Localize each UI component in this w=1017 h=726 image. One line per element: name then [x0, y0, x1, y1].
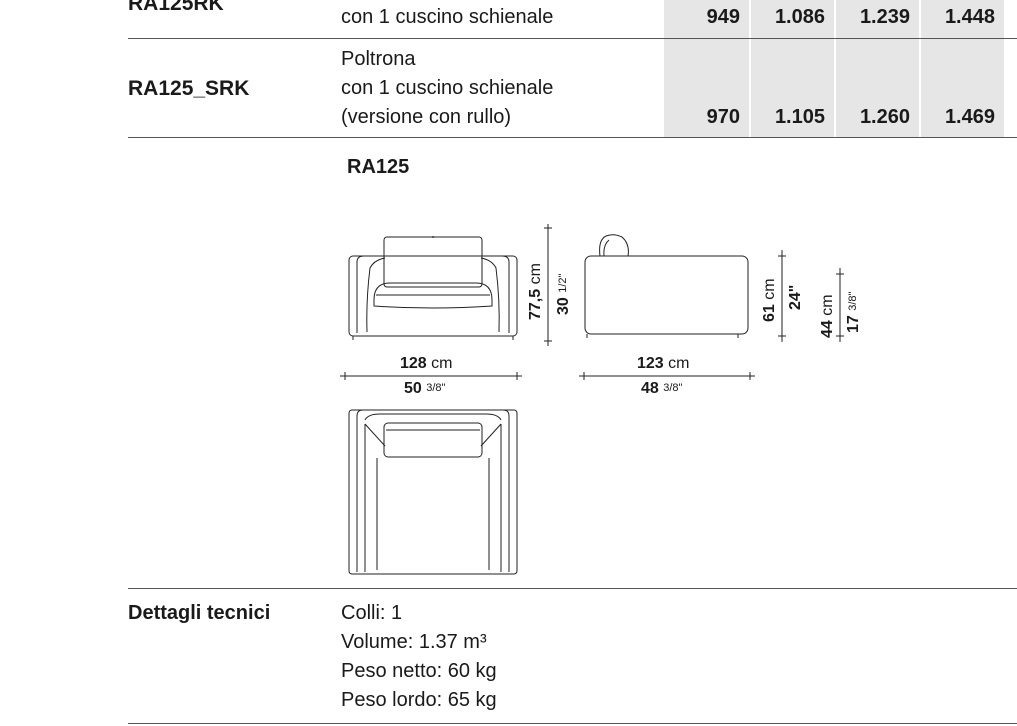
- price-value: 1.105: [774, 106, 825, 128]
- unit-label: cm: [819, 294, 836, 316]
- product-description: con 1 cuscino schienale: [341, 6, 554, 28]
- depth-dimension: [579, 372, 755, 380]
- unit-label: cm: [527, 263, 544, 285]
- arm-height-in: 24": [787, 284, 804, 310]
- front-height-cm-label: 77,5 cm: [527, 263, 545, 320]
- price-value: 949: [706, 6, 740, 28]
- price-divider: [919, 0, 921, 38]
- seat-height-in: 17: [845, 315, 862, 333]
- price-divider: [749, 0, 751, 38]
- model-name: RA125: [347, 156, 410, 178]
- depth-in-label: 48 3/8": [641, 380, 682, 398]
- depth-in: 48: [641, 380, 659, 397]
- fraction: 3/8": [663, 382, 683, 394]
- tech-detail-line: Colli: 1: [341, 602, 403, 624]
- seat-height-cm: 44: [819, 320, 836, 338]
- product-code: RA125_SRK: [128, 77, 250, 100]
- price-divider: [1004, 0, 1006, 38]
- width-in: 50: [404, 380, 422, 397]
- tech-detail-line: Volume: 1.37 m³: [341, 631, 487, 653]
- price-divider: [834, 0, 836, 38]
- price-value: 1.469: [944, 106, 995, 128]
- front-height-cm: 77,5: [527, 288, 544, 320]
- depth-cm-label: 123 cm: [637, 355, 689, 373]
- unit-label: cm: [761, 278, 778, 300]
- seat-height-in-label: 17 3/8": [845, 292, 863, 333]
- seat-height-dimension: [836, 268, 844, 342]
- price-divider: [1004, 39, 1006, 137]
- unit-label: cm: [431, 355, 453, 372]
- price-value: 1.260: [859, 106, 910, 128]
- tech-details-label: Dettagli tecnici: [128, 602, 271, 624]
- price-divider: [919, 39, 921, 137]
- tech-detail-line: Peso netto: 60 kg: [341, 660, 497, 682]
- product-description-line: (versione con rullo): [341, 106, 512, 128]
- top-view-drawing: [348, 409, 518, 575]
- product-code: RA125RK: [128, 0, 224, 15]
- width-dimension: [340, 372, 522, 380]
- product-description-line: Poltrona: [341, 48, 416, 70]
- price-value: 1.239: [859, 6, 910, 28]
- width-in-label: 50 3/8": [404, 380, 445, 398]
- price-value: 1.448: [944, 6, 995, 28]
- row-divider: [128, 137, 1017, 138]
- fraction: 3/8": [426, 382, 446, 394]
- arm-height-cm-label: 61 cm: [761, 278, 779, 322]
- depth-cm: 123: [637, 355, 664, 372]
- section-divider: [128, 588, 1017, 589]
- width-cm: 128: [400, 355, 427, 372]
- product-description-line: con 1 cuscino schienale: [341, 77, 554, 99]
- front-height-dimension: [544, 224, 552, 346]
- front-height-in-label: 30 1/2": [555, 274, 573, 315]
- arm-height-dimension: [778, 250, 786, 342]
- price-value: 970: [706, 106, 740, 128]
- tech-detail-line: Peso lordo: 65 kg: [341, 689, 497, 711]
- arm-height-in-label: 24": [787, 285, 805, 310]
- side-view-drawing: [584, 234, 749, 338]
- seat-height-cm-label: 44 cm: [819, 294, 837, 338]
- price-value: 1.086: [774, 6, 825, 28]
- fraction: 3/8": [847, 291, 859, 311]
- unit-label: cm: [668, 355, 690, 372]
- price-divider: [834, 39, 836, 137]
- front-view-drawing: [348, 236, 518, 340]
- fraction: 1/2": [557, 273, 569, 293]
- arm-height-cm: 61: [761, 304, 778, 322]
- front-height-in: 30: [555, 297, 572, 315]
- width-cm-label: 128 cm: [400, 355, 452, 373]
- section-divider: [128, 723, 1017, 724]
- price-divider: [749, 39, 751, 137]
- row-divider: [128, 38, 1017, 39]
